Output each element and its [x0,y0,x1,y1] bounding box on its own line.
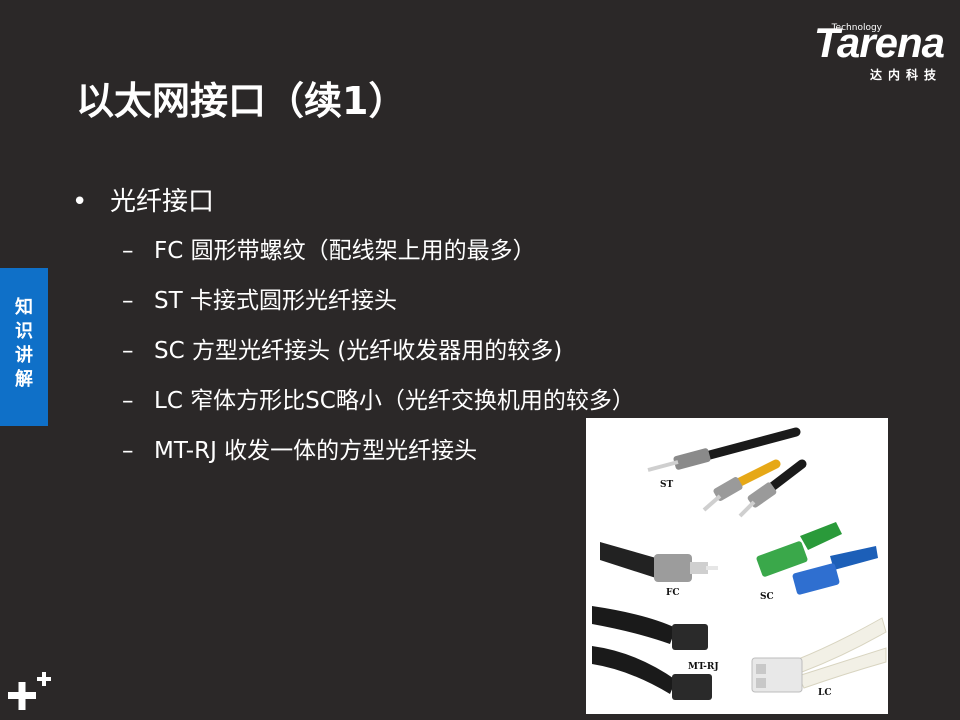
dash-icon: – [122,338,134,364]
side-tab: 知识讲解 [0,268,48,426]
dash-icon: – [122,438,134,464]
bullet-item-sc: –SC 方型光纤接头 (光纤收发器用的较多) [122,326,772,376]
st-connector-group [647,427,807,518]
slide-title: 以太网接口（续1） [76,79,407,123]
photo-label-st: ST [660,480,674,490]
bullet-item-text: SC 方型光纤接头 (光纤收发器用的较多) [154,338,563,364]
bullet-item-text: MT-RJ 收发一体的方型光纤接头 [154,438,478,464]
connector-illustration [592,427,887,700]
bullet-item-text: ST 卡接式圆形光纤接头 [154,288,397,314]
lc-connector-group [751,617,887,693]
bullet-level1: • 光纤接口 [72,182,772,226]
dash-icon: – [122,238,134,264]
bullet-item-mtrj: –MT-RJ 收发一体的方型光纤接头 [122,426,772,476]
bullet-list: •光纤接口 –FC 圆形带螺纹（配线架上用的最多） –ST 卡接式圆形光纤接头 … [72,182,772,476]
sc-connector-group [756,522,878,595]
mtrj-connector-group [592,606,712,700]
side-tab-label: 知识讲解 [15,297,33,390]
tarena-logo: Technology Tarena 达内科技 [774,18,945,88]
bullet-level1-text: 光纤接口 [110,187,215,217]
plus-icon [8,672,51,710]
photo-label-mtrj: MT-RJ [688,662,719,672]
dash-icon: – [122,388,134,414]
bullet-item-fc: –FC 圆形带螺纹（配线架上用的最多） [122,226,772,276]
logo-wordmark: Tarena [813,19,945,66]
photo-label-sc: SC [760,592,774,602]
bullet-item-lc: –LC 窄体方形比SC略小（光纤交换机用的较多） [122,376,772,426]
bullet-dot-icon: • [72,187,88,217]
logo-chinese-text: 达内科技 [869,68,942,82]
fc-connector-group [600,542,718,582]
bullet-item-st: –ST 卡接式圆形光纤接头 [122,276,772,326]
logo-technology-text: Technology [831,23,882,33]
photo-label-fc: FC [666,588,680,598]
dash-icon: – [122,288,134,314]
bullet-item-text: FC 圆形带螺纹（配线架上用的最多） [154,238,536,264]
photo-label-lc: LC [818,688,832,698]
fiber-connector-photo: ST FC SC MT-RJ LC [586,418,888,714]
bullet-item-text: LC 窄体方形比SC略小（光纤交换机用的较多） [154,388,635,414]
